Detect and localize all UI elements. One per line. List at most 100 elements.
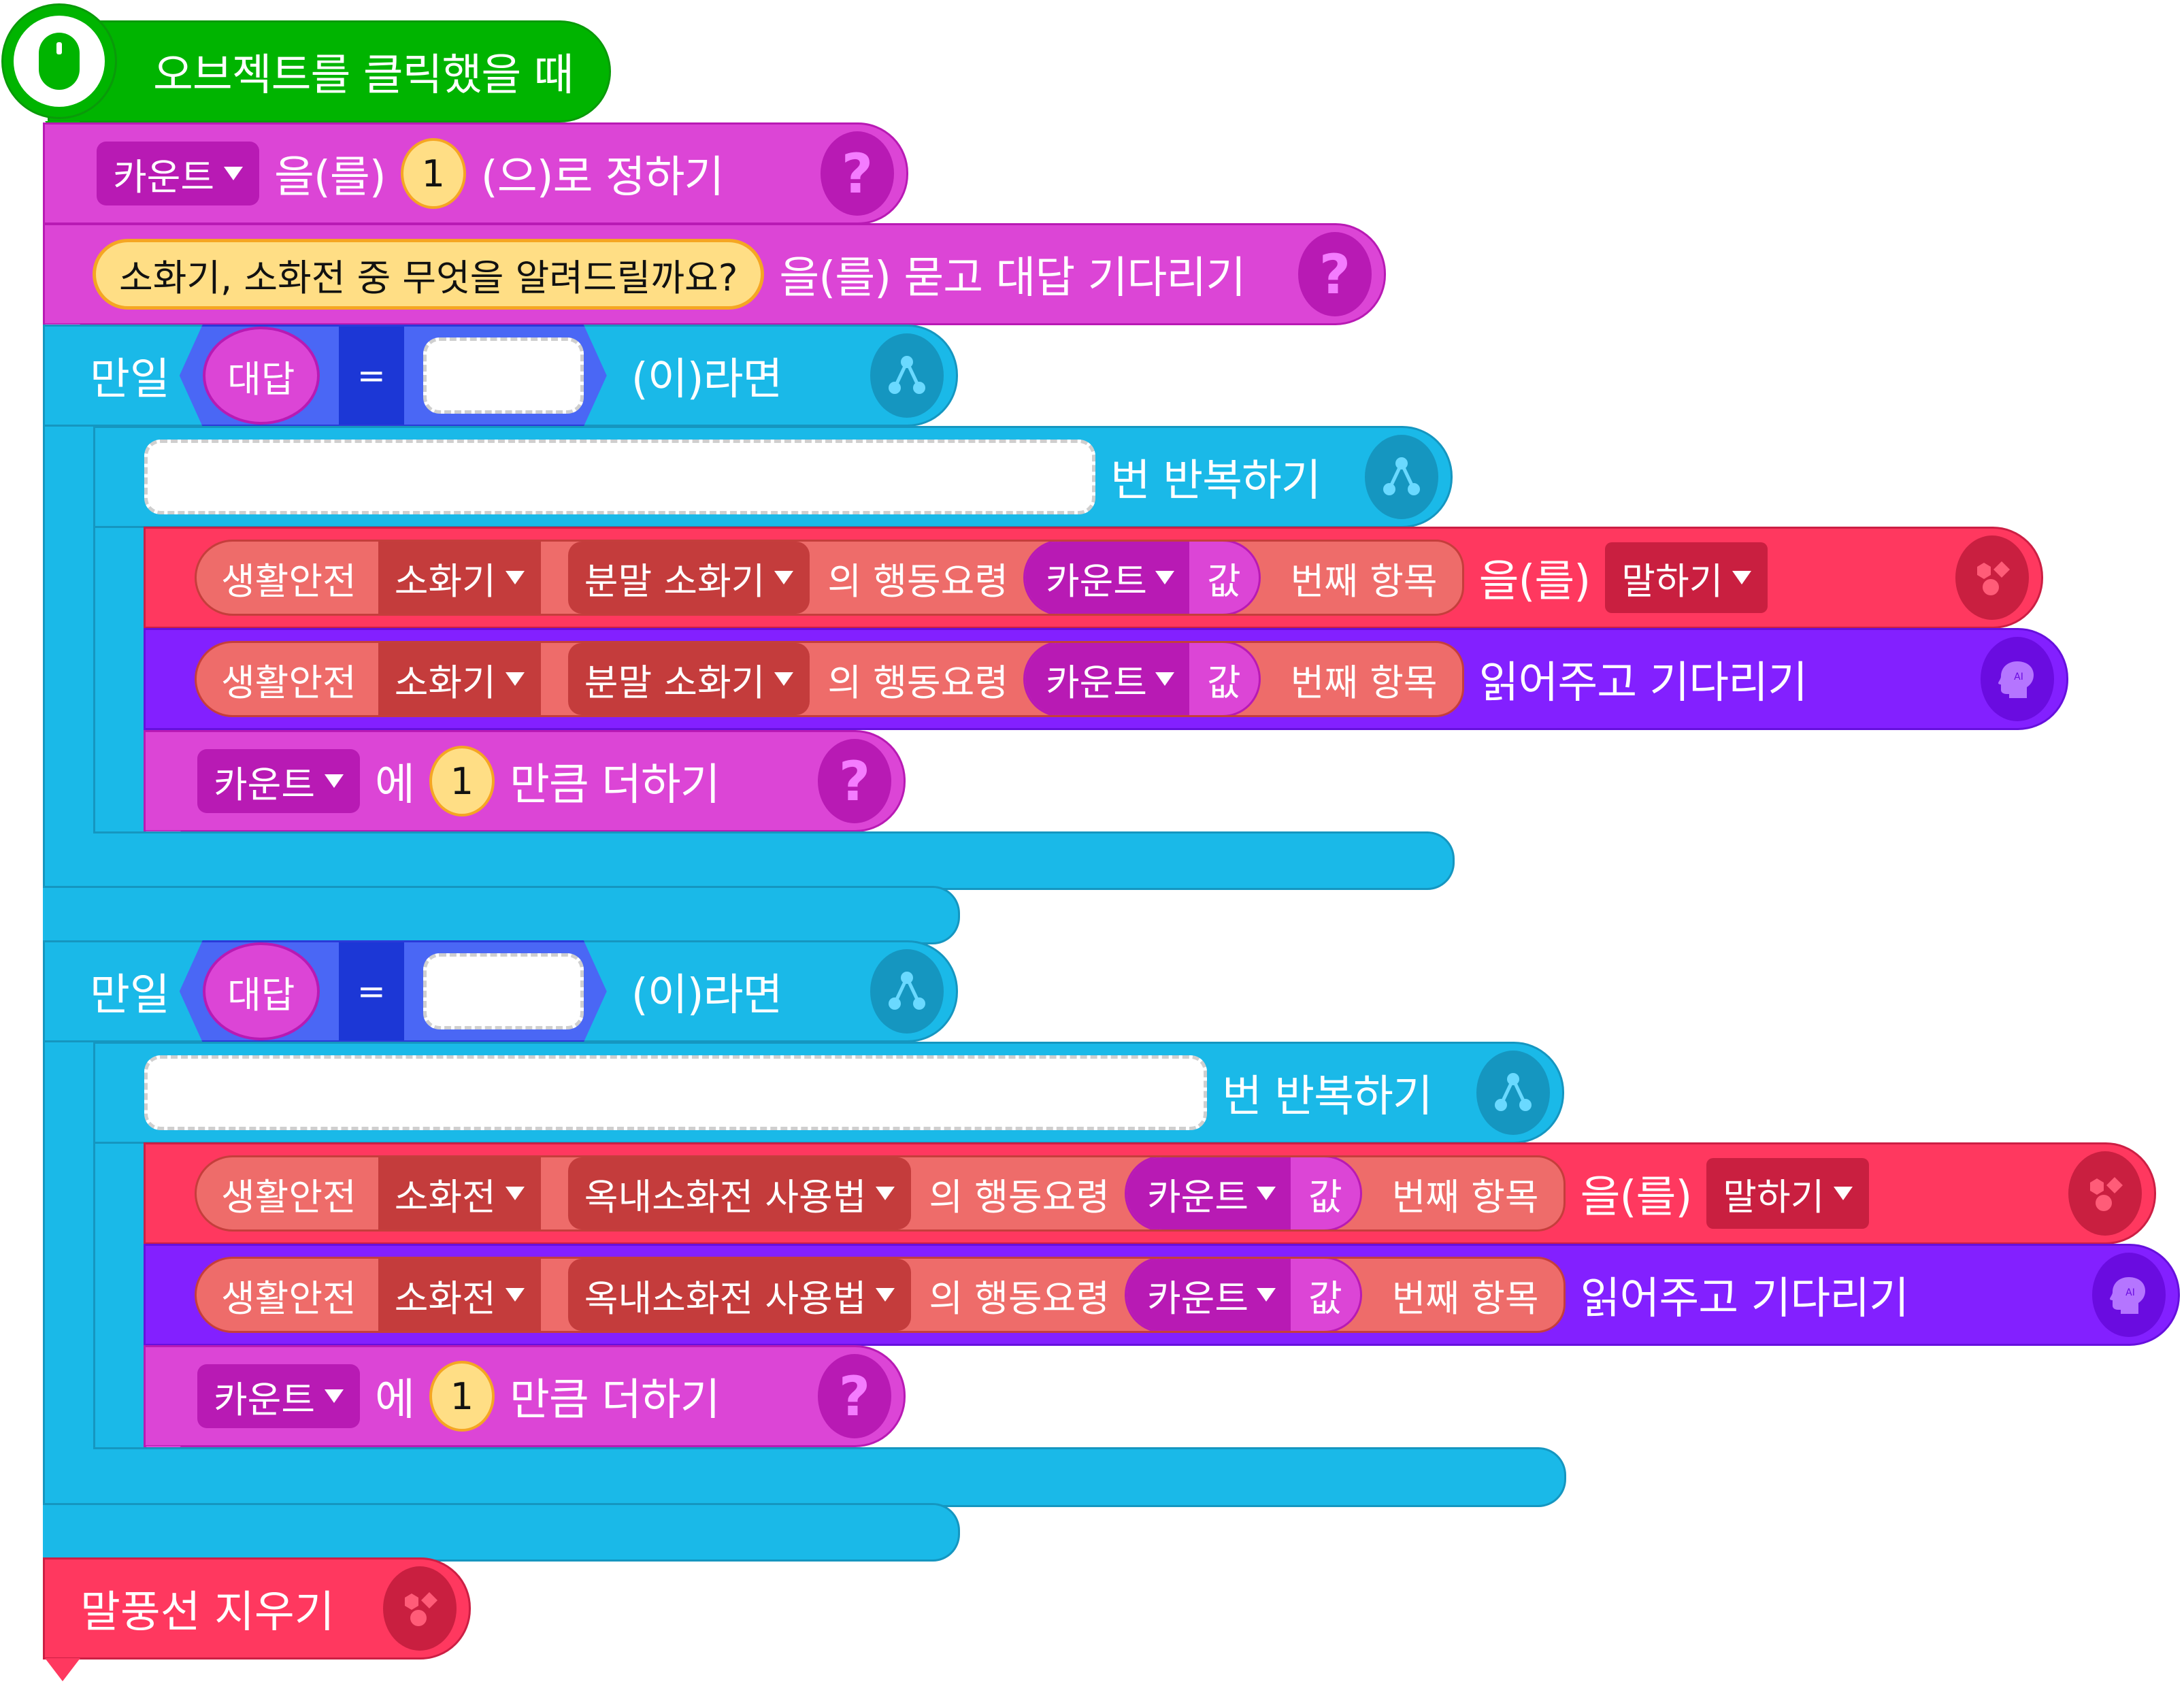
add-value: 1 bbox=[450, 759, 474, 803]
flow-icon bbox=[1365, 435, 1438, 519]
looks-icon bbox=[383, 1566, 457, 1651]
svg-text:AI: AI bbox=[2125, 1287, 2135, 1298]
flow-icon bbox=[1476, 1051, 1550, 1135]
repeat-block-1[interactable]: 번 반복하기 bbox=[93, 426, 1453, 528]
equals-condition[interactable]: 대답 = bbox=[180, 940, 607, 1042]
value-label: 값 bbox=[1206, 661, 1241, 704]
read-label: 읽어주고 기다리기 bbox=[1478, 658, 1808, 708]
answer-label: 대답 bbox=[227, 973, 295, 1017]
index-reporter[interactable]: 카운트 값 bbox=[1023, 643, 1261, 715]
operator: = bbox=[339, 942, 404, 1040]
index-variable: 카운트 bbox=[1146, 1175, 1249, 1219]
variable-dropdown[interactable]: 카운트 bbox=[197, 1364, 361, 1428]
category-label: 생활안전 bbox=[221, 1175, 357, 1219]
repeat-block-2[interactable]: 번 반복하기 bbox=[93, 1042, 1564, 1144]
say-obj-label: 을(를) bbox=[1478, 557, 1591, 607]
dropdown-arrow-icon bbox=[876, 1187, 895, 1200]
answer-reporter[interactable]: 대답 bbox=[203, 942, 320, 1040]
item-dropdown[interactable]: 분말 소화기 bbox=[567, 643, 810, 715]
when-object-clicked-block[interactable]: 오브젝트를 클릭했을 때 bbox=[48, 20, 611, 122]
dropdown-arrow-icon bbox=[1834, 1187, 1853, 1200]
nth-label: 번째 항목 bbox=[1290, 559, 1438, 603]
say-mode: 말하기 bbox=[1723, 1175, 1825, 1219]
index-reporter[interactable]: 카운트 값 bbox=[1124, 1157, 1362, 1229]
data-item-reporter[interactable]: 생활안전 소화기 분말 소화기 의 행동요령 카운트 값 번째 항목 bbox=[195, 540, 1464, 616]
if-label: 만일 bbox=[90, 354, 170, 405]
answer-reporter[interactable]: 대답 bbox=[203, 327, 320, 425]
value-label: 값 bbox=[1308, 1276, 1342, 1320]
variable-dropdown[interactable]: 카운트 bbox=[197, 749, 361, 813]
dropdown-arrow-icon bbox=[1257, 1187, 1276, 1200]
dropdown-arrow-icon bbox=[774, 571, 794, 584]
data-item-reporter[interactable]: 생활안전 소화기 분말 소화기 의 행동요령 카운트 값 번째 항목 bbox=[195, 641, 1464, 717]
dataset-dropdown[interactable]: 소화전 bbox=[378, 1259, 541, 1331]
read-aloud-block-1[interactable]: 생활안전 소화기 분말 소화기 의 행동요령 카운트 값 번째 항목 읽어주고 … bbox=[144, 628, 2068, 730]
of-label: 의 행동요령 bbox=[827, 661, 1008, 704]
hat-label: 오브젝트를 클릭했을 때 bbox=[153, 50, 574, 101]
dataset-value: 소화기 bbox=[394, 661, 496, 704]
item-dropdown[interactable]: 옥내소화전 사용법 bbox=[567, 1157, 912, 1229]
variable-name: 카운트 bbox=[214, 763, 316, 806]
index-variable-dropdown[interactable]: 카운트 bbox=[1025, 542, 1189, 614]
equals-condition[interactable]: 대답 = bbox=[180, 325, 607, 427]
of-label: 의 행동요령 bbox=[929, 1276, 1110, 1320]
dataset-dropdown[interactable]: 소화전 bbox=[378, 1157, 541, 1229]
category-label: 생활안전 bbox=[221, 559, 357, 603]
say-block-1[interactable]: 생활안전 소화기 분말 소화기 의 행동요령 카운트 값 번째 항목 을(를) … bbox=[144, 527, 2043, 629]
change-variable-block-2[interactable]: 카운트 에 1 만큼 더하기 ? bbox=[144, 1345, 906, 1447]
operator-label: = bbox=[357, 972, 386, 1011]
clear-speech-bubble-block[interactable]: 말풍선 지우기 bbox=[43, 1557, 471, 1660]
mouse-icon bbox=[39, 33, 80, 90]
set-variable-block[interactable]: 카운트 을(를) 1 (으)로 정하기 ? bbox=[43, 122, 908, 225]
add-label-by: 만큼 더하기 bbox=[509, 760, 721, 810]
change-variable-block-1[interactable]: 카운트 에 1 만큼 더하기 ? bbox=[144, 730, 906, 832]
of-label: 의 행동요령 bbox=[827, 559, 1008, 603]
add-value-input[interactable]: 1 bbox=[429, 746, 495, 816]
question-input[interactable]: 소화기, 소화전 중 무엇을 알려드릴까요? bbox=[93, 239, 765, 310]
compare-value-input[interactable] bbox=[423, 953, 584, 1029]
index-variable-dropdown[interactable]: 카운트 bbox=[1126, 1157, 1291, 1229]
index-reporter[interactable]: 카운트 값 bbox=[1124, 1259, 1362, 1331]
operator: = bbox=[339, 327, 404, 425]
dataset-dropdown[interactable]: 소화기 bbox=[378, 542, 541, 614]
question-icon: ? bbox=[818, 739, 891, 823]
compare-value-input[interactable] bbox=[423, 337, 584, 414]
ai-head-icon: AI bbox=[2092, 1253, 2166, 1337]
flow-icon bbox=[870, 949, 944, 1034]
say-mode-dropdown[interactable]: 말하기 bbox=[1605, 542, 1768, 613]
looks-icon bbox=[2068, 1151, 2142, 1236]
index-variable: 카운트 bbox=[1045, 559, 1147, 603]
if-block-2[interactable]: 만일 대답 = (이)라면 bbox=[43, 940, 958, 1042]
if-block-1[interactable]: 만일 대답 = (이)라면 bbox=[43, 325, 958, 427]
question-text: 소화기, 소화전 중 무엇을 알려드릴까요? bbox=[119, 256, 738, 299]
dropdown-arrow-icon bbox=[325, 774, 344, 788]
read-aloud-block-2[interactable]: 생활안전 소화전 옥내소화전 사용법 의 행동요령 카운트 값 번째 항목 읽어… bbox=[144, 1244, 2180, 1346]
flow-icon bbox=[870, 333, 944, 418]
index-variable: 카운트 bbox=[1146, 1276, 1249, 1320]
ask-and-wait-block[interactable]: 소화기, 소화전 중 무엇을 알려드릴까요? 을(를) 묻고 대답 기다리기 ? bbox=[43, 223, 1386, 325]
nth-label: 번째 항목 bbox=[1290, 661, 1438, 704]
dropdown-arrow-icon bbox=[1155, 672, 1174, 686]
index-reporter[interactable]: 카운트 값 bbox=[1023, 542, 1261, 614]
say-mode-dropdown[interactable]: 말하기 bbox=[1706, 1158, 1870, 1229]
dropdown-arrow-icon bbox=[1732, 571, 1752, 584]
item-dropdown[interactable]: 옥내소화전 사용법 bbox=[567, 1259, 912, 1331]
question-icon: ? bbox=[1298, 232, 1372, 316]
nth-label: 번째 항목 bbox=[1391, 1175, 1539, 1219]
answer-label: 대답 bbox=[227, 357, 295, 401]
data-item-reporter[interactable]: 생활안전 소화전 옥내소화전 사용법 의 행동요령 카운트 값 번째 항목 bbox=[195, 1155, 1566, 1232]
set-label-obj: 을(를) bbox=[274, 152, 386, 203]
index-variable-dropdown[interactable]: 카운트 bbox=[1025, 643, 1189, 715]
data-item-reporter[interactable]: 생활안전 소화전 옥내소화전 사용법 의 행동요령 카운트 값 번째 항목 bbox=[195, 1257, 1566, 1333]
add-value-input[interactable]: 1 bbox=[429, 1361, 495, 1432]
set-value-input[interactable]: 1 bbox=[400, 138, 466, 209]
item-dropdown[interactable]: 분말 소화기 bbox=[567, 542, 810, 614]
variable-dropdown[interactable]: 카운트 bbox=[97, 142, 260, 205]
repeat-count-input[interactable] bbox=[144, 1055, 1207, 1130]
index-variable-dropdown[interactable]: 카운트 bbox=[1126, 1259, 1291, 1331]
repeat-count-input[interactable] bbox=[144, 440, 1095, 514]
dataset-dropdown[interactable]: 소화기 bbox=[378, 643, 541, 715]
say-block-2[interactable]: 생활안전 소화전 옥내소화전 사용법 의 행동요령 카운트 값 번째 항목 을(… bbox=[144, 1142, 2156, 1244]
category-label: 생활안전 bbox=[221, 661, 357, 704]
repeat-label: 번 반복하기 bbox=[1222, 1072, 1433, 1122]
